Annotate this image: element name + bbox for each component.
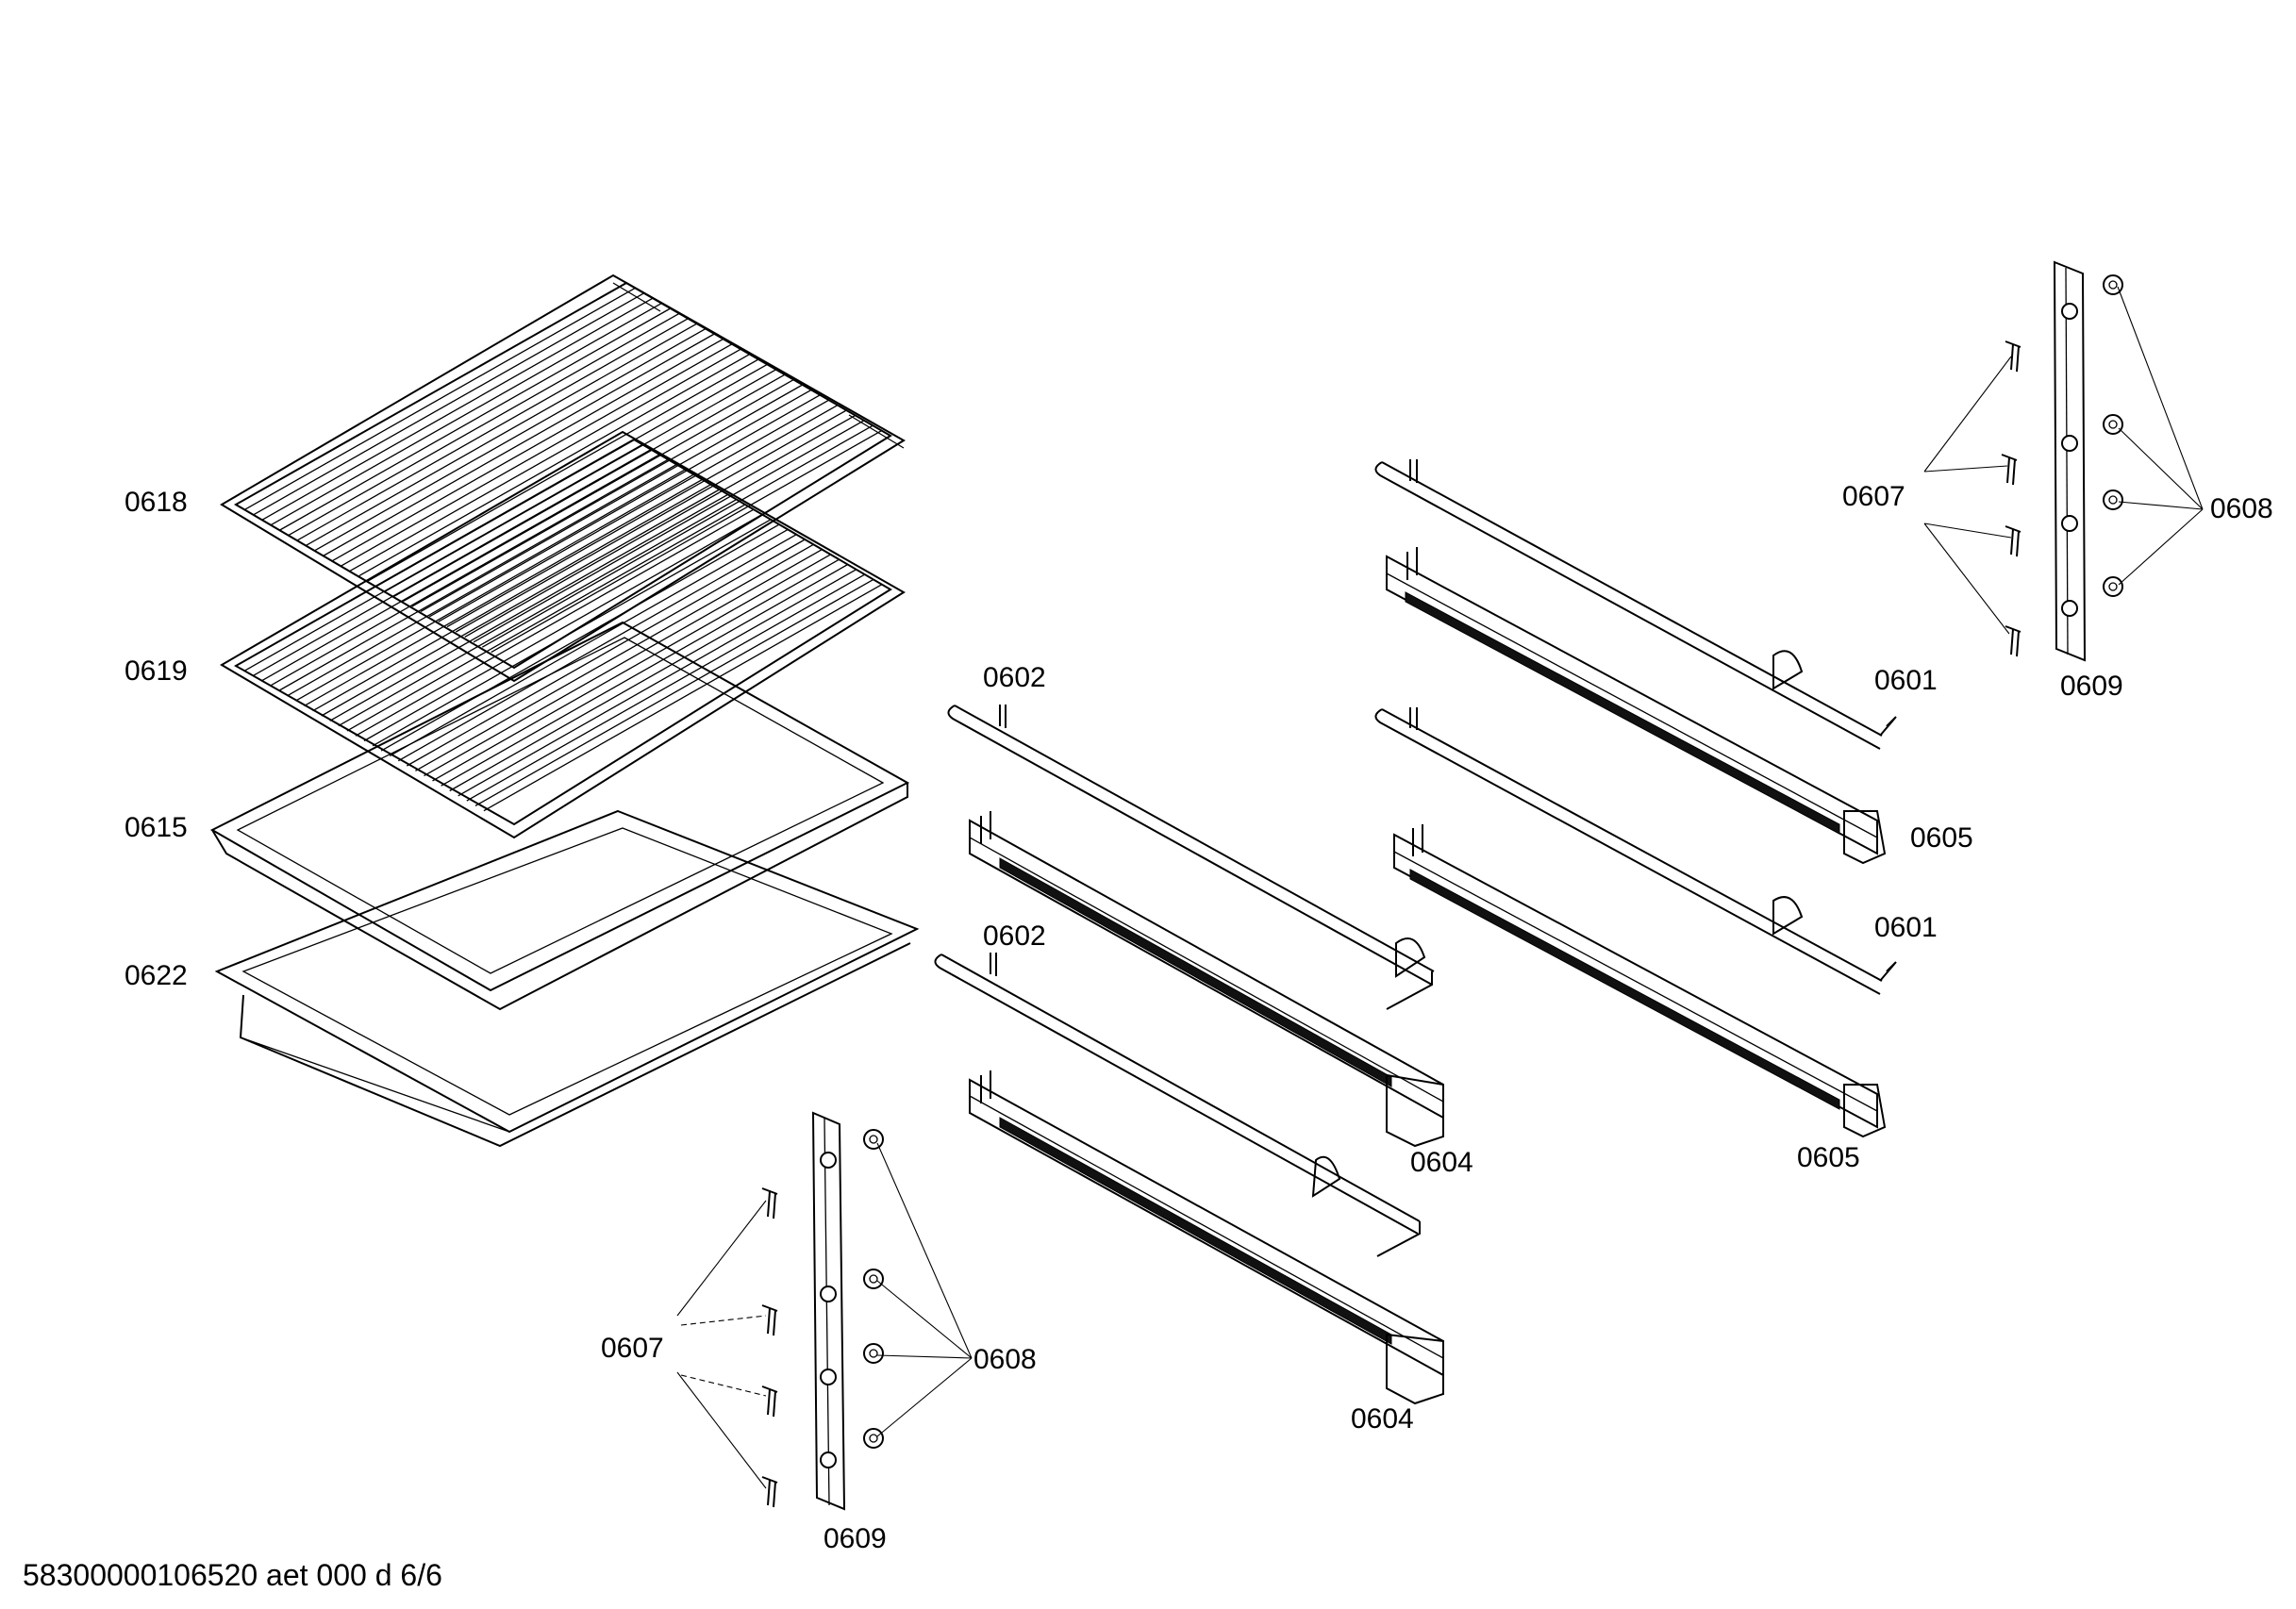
- shelf-wire-bar: [269, 458, 669, 687]
- shelf-wire-bar: [473, 420, 865, 643]
- shelf-wire-bar: [341, 343, 733, 567]
- shelf-wire-bar: [432, 554, 831, 782]
- shelf-wire-bar: [389, 528, 789, 756]
- part-0604-telescopic-rail-lower: [969, 1070, 1444, 1405]
- shelf-wire-bar: [402, 379, 794, 603]
- label-0601-upper: 0601: [1874, 665, 1938, 696]
- shelf-wire-bar: [446, 405, 839, 628]
- shelf-wire-bar: [321, 489, 721, 717]
- part-0619-wire-shelf: [220, 430, 906, 839]
- part-0609-side-bracket-left: [811, 1111, 846, 1511]
- label-0609-left: 0609: [824, 1523, 887, 1554]
- shelf-wire-bar: [415, 543, 814, 771]
- shelf-wire-bar: [420, 389, 812, 612]
- shelf-wire-bar: [261, 297, 654, 521]
- part-0601-runner-rod-lower: [1374, 707, 1897, 995]
- shelf-wire-bar: [346, 504, 746, 732]
- part-0607-screws-right: [2001, 340, 2021, 657]
- shelf-wire-bar: [260, 454, 660, 682]
- part-0604-telescopic-rail-upper: [969, 811, 1444, 1148]
- drawing-reference: 58300000106520 aet 000 d 6/6: [23, 1558, 442, 1592]
- shelf-wire-bar: [483, 584, 883, 812]
- label-0602-upper: 0602: [983, 662, 1046, 693]
- label-0609-right: 0609: [2060, 671, 2123, 702]
- shelf-wire-bar: [458, 569, 857, 797]
- label-0608-right: 0608: [2210, 493, 2273, 524]
- label-0605-upper: 0605: [1910, 822, 1973, 854]
- label-0607-left: 0607: [601, 1333, 664, 1364]
- part-0602-runner-rod-upper: [947, 705, 1435, 1010]
- shelf-wire-bar: [243, 443, 643, 672]
- shelf-wire-bar: [491, 430, 883, 654]
- shelf-wire-bar: [397, 534, 797, 762]
- shelf-wire-bar: [288, 312, 680, 536]
- label-0605-lower: 0605: [1797, 1142, 1860, 1173]
- shelf-wire-bar: [329, 493, 729, 722]
- label-0601-lower: 0601: [1874, 912, 1938, 943]
- label-0615: 0615: [125, 812, 188, 843]
- label-0619: 0619: [125, 655, 188, 687]
- shelf-wire-bar: [304, 478, 703, 706]
- shelf-wire-bar: [338, 499, 738, 727]
- part-0615-baking-tray: [209, 621, 910, 1011]
- shelf-wire-bar: [372, 519, 772, 747]
- part-0608-nuts-left: [863, 1129, 884, 1449]
- shelf-wire-bar: [253, 292, 645, 516]
- label-0618: 0618: [125, 487, 188, 518]
- shelf-wire-bar: [464, 414, 857, 638]
- shelf-wire-bar: [279, 307, 672, 531]
- shelf-wire-bar: [243, 287, 636, 510]
- shelf-wire-bar: [449, 563, 849, 792]
- leader-lines: [676, 286, 2204, 1489]
- shelf-wire-bar: [455, 409, 847, 633]
- shelf-wire-bar: [270, 303, 662, 526]
- shelf-wire-bar: [332, 338, 724, 561]
- part-0605-telescopic-rail-lower: [1393, 824, 1887, 1138]
- shelf-wire-bar: [252, 449, 652, 677]
- part-0622-deep-pan: [214, 809, 920, 1148]
- label-0604-upper: 0604: [1410, 1147, 1473, 1178]
- shelf-wire-bar: [287, 469, 686, 697]
- shelf-wire-bar: [428, 394, 821, 618]
- shelf-wire-bar: [349, 348, 741, 572]
- part-0605-telescopic-rail-upper: [1386, 547, 1887, 865]
- label-0622: 0622: [125, 960, 188, 991]
- shelf-wire-bar: [438, 399, 830, 622]
- shelf-wire-bar: [323, 333, 715, 556]
- part-0607-screws-left: [761, 1187, 778, 1508]
- label-0607-right: 0607: [1842, 481, 1905, 512]
- shelf-wire-bar: [277, 463, 677, 692]
- shelf-wire-bar: [393, 373, 786, 597]
- shelf-wire-bar: [363, 513, 763, 742]
- shelf-wire-bar: [411, 384, 804, 607]
- shelf-wire-bar: [466, 573, 866, 802]
- label-0608-left: 0608: [973, 1344, 1037, 1375]
- shelf-wire-bar: [406, 539, 806, 767]
- shelf-wire-bar: [314, 328, 707, 552]
- shelf-wire-bar: [296, 318, 689, 541]
- shelf-wire-bar: [441, 558, 840, 787]
- shelf-wire-bar: [358, 354, 751, 577]
- shelf-wire-bar: [424, 549, 823, 777]
- part-0608-nuts-right: [2103, 274, 2123, 597]
- shelf-wire-bar: [295, 473, 694, 702]
- shelf-wire-bar: [367, 358, 759, 582]
- shelf-wire-bar: [355, 508, 755, 737]
- part-0609-side-bracket-right: [2053, 260, 2087, 662]
- shelf-wire-bar: [481, 424, 873, 648]
- shelf-wire-bar: [306, 323, 698, 546]
- shelf-wire-bar: [474, 578, 874, 806]
- shelf-wire-bar: [380, 523, 780, 752]
- label-0602-lower: 0602: [983, 921, 1046, 952]
- label-0604-lower: 0604: [1351, 1403, 1414, 1435]
- shelf-wire-bar: [312, 484, 711, 712]
- part-0602-runner-rod-lower: [934, 953, 1421, 1257]
- part-0601-runner-rod-upper: [1374, 459, 1897, 750]
- part-0618-wire-shelf: [220, 274, 906, 683]
